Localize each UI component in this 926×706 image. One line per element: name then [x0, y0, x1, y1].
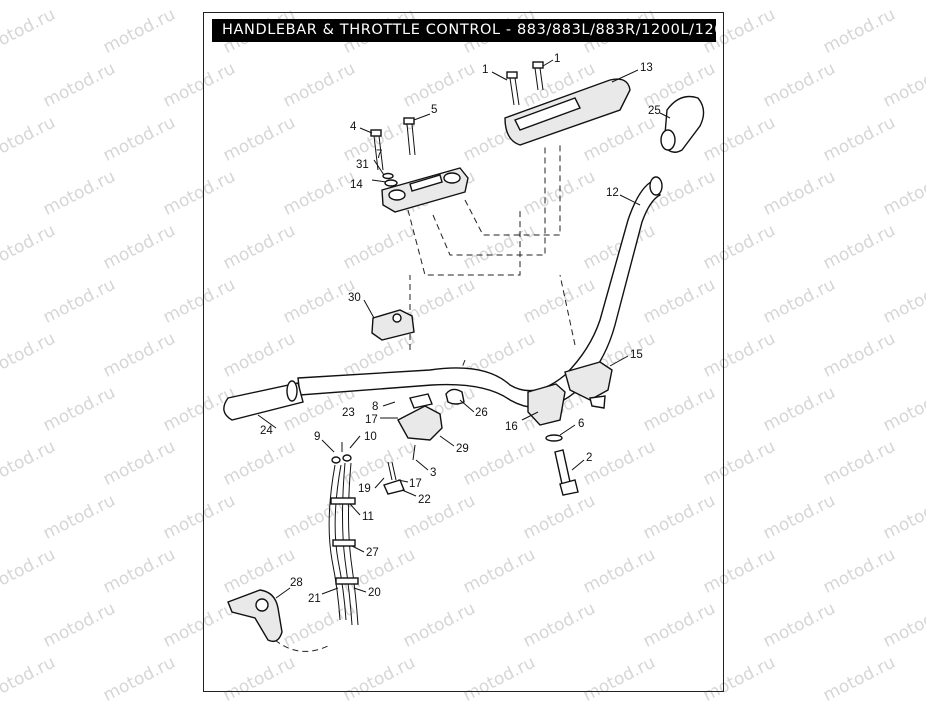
callout-27: 27 — [366, 547, 379, 559]
callout-21: 21 — [308, 593, 321, 605]
riser-15 — [564, 361, 613, 409]
callout-6: 6 — [578, 418, 584, 430]
callout-28: 28 — [290, 577, 303, 589]
callout-23: 23 — [342, 407, 355, 419]
callout-17b: 17 — [409, 478, 422, 490]
alignment-lines — [274, 145, 576, 652]
callout-29: 29 — [456, 443, 469, 455]
callout-12: 12 — [606, 187, 619, 199]
bolt-2 — [545, 434, 579, 496]
bolts-1 — [506, 61, 544, 106]
callout-24: 24 — [260, 425, 273, 437]
callout-17a: 17 — [365, 414, 378, 426]
riser-clamp-upper — [381, 167, 469, 213]
callout-31: 31 — [356, 159, 369, 171]
callout-1a: 1 — [482, 64, 488, 76]
throttle-housing — [397, 393, 443, 461]
handlebar — [297, 176, 663, 409]
callout-1b: 1 — [554, 53, 560, 65]
callout-16: 16 — [505, 421, 518, 433]
bolts-4-5 — [370, 117, 416, 187]
callout-2: 2 — [586, 452, 592, 464]
left-grip — [223, 380, 304, 421]
callout-7: 7 — [376, 149, 382, 161]
callout-3: 3 — [430, 467, 436, 479]
clip-26 — [445, 388, 465, 405]
callout-20: 20 — [368, 587, 381, 599]
diagram-title: HANDLEBAR & THROTTLE CONTROL - 883/883L/… — [222, 22, 716, 38]
cable-adjuster — [383, 461, 405, 495]
callout-14: 14 — [350, 179, 363, 191]
callout-10: 10 — [364, 431, 377, 443]
title-bar: HANDLEBAR & THROTTLE CONTROL - 883/883L/… — [212, 19, 716, 42]
callout-15: 15 — [630, 349, 643, 361]
riser-16 — [527, 383, 566, 426]
callout-25: 25 — [648, 105, 661, 117]
callout-4: 4 — [350, 121, 357, 133]
callout-22: 22 — [418, 494, 431, 506]
right-grip — [660, 95, 705, 153]
callout-8: 8 — [372, 401, 378, 413]
handlebar-cover — [504, 78, 631, 146]
callout-19: 19 — [358, 483, 371, 495]
throttle-cables — [328, 454, 359, 626]
callout-labels: 1 1 13 25 4 5 7 31 14 12 30 15 8 17 26 2… — [260, 53, 661, 605]
leader-lines — [257, 59, 671, 599]
callout-13: 13 — [640, 62, 653, 74]
callout-5: 5 — [431, 104, 437, 116]
callout-9: 9 — [314, 431, 320, 443]
callout-11: 11 — [362, 511, 374, 523]
lower-clamp — [371, 309, 415, 341]
diagram-frame — [203, 12, 724, 692]
callout-26: 26 — [475, 407, 488, 419]
callout-30: 30 — [348, 292, 361, 304]
lever-bracket — [227, 589, 283, 643]
